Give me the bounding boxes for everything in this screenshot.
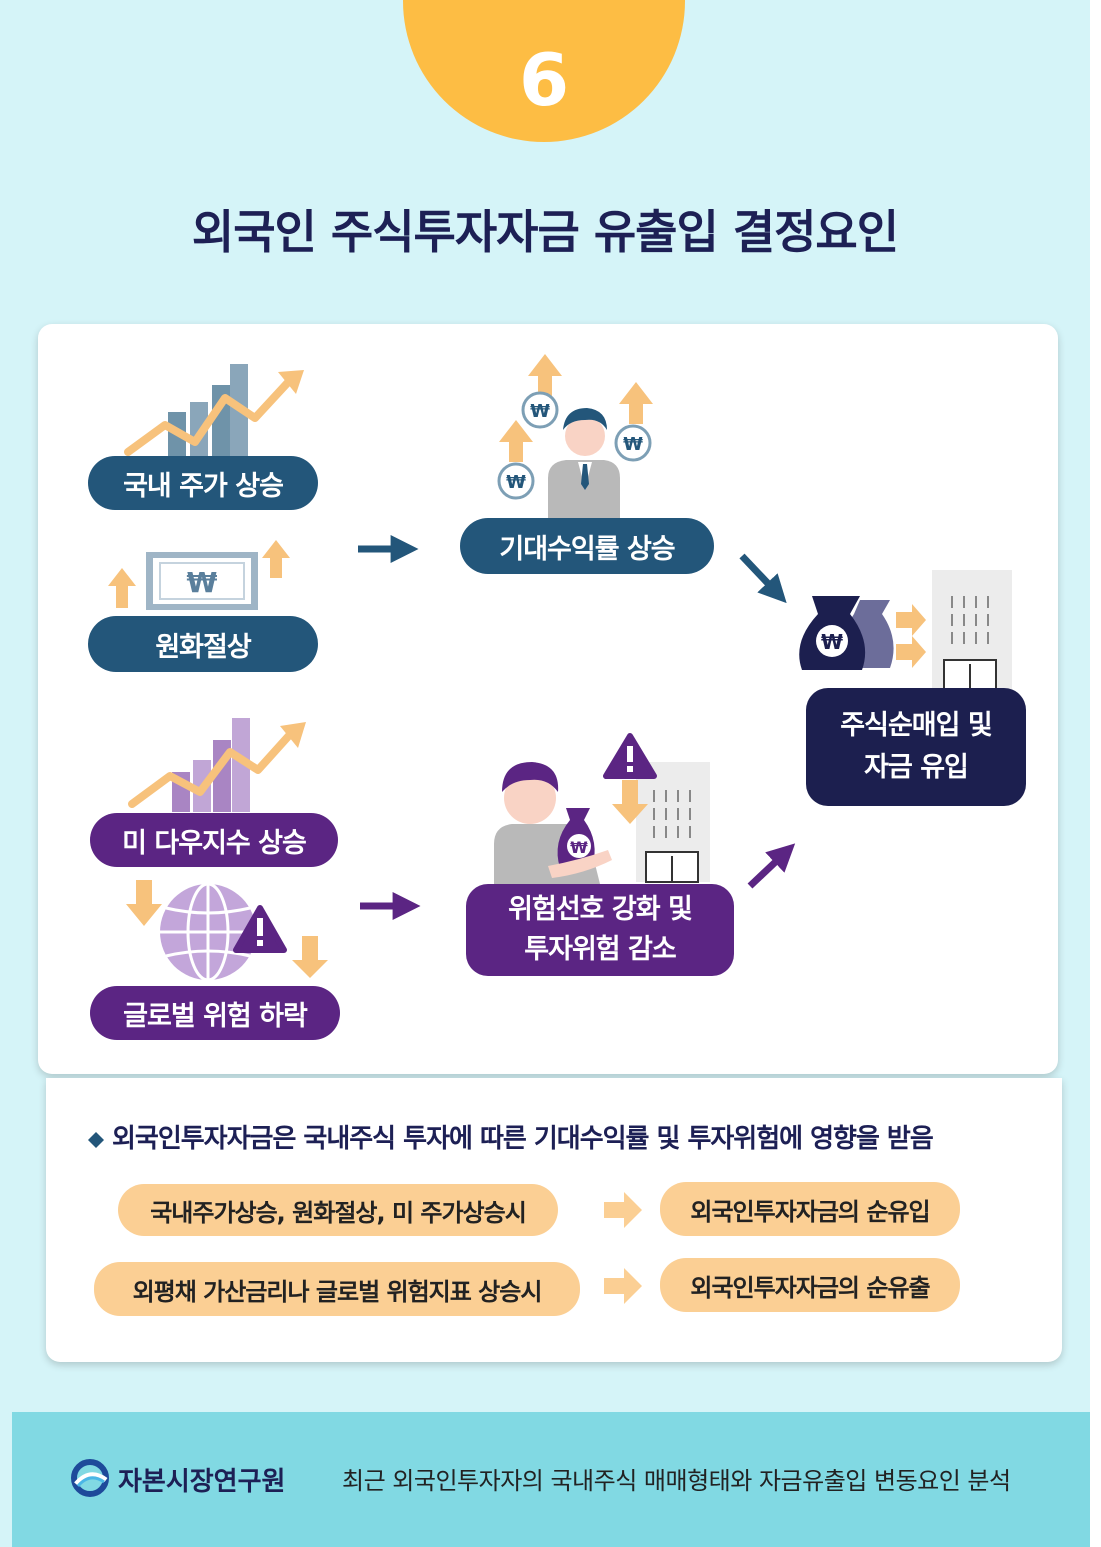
banknote-currency-symbol: ₩: [187, 566, 218, 599]
kcmi-logo-icon: [71, 1459, 109, 1497]
label-risk-preference: 위험선호 강화 및 투자위험 감소: [466, 884, 734, 976]
risk-pref-line1: 위험선호 강화 및: [508, 894, 693, 925]
arrow-down-right-icon: [739, 553, 787, 604]
report-title: 최근 외국인투자자의 국내주식 매매형태와 자금유출입 변동요인 분석: [342, 1467, 1011, 1495]
investor-moneybag-icon: ₩: [494, 733, 710, 884]
diagram-illustrations: ₩ ₩ ₩ ₩: [88, 354, 1012, 1304]
section-number: 6: [518, 38, 570, 122]
stock-chart-icon: [124, 364, 304, 458]
summary-heading: 외국인투자자금은 국내주식 투자에 따른 기대수익률 및 투자위험에 영향을 받…: [112, 1124, 934, 1154]
label-net-buy-inflow: 주식순매입 및 자금 유입: [806, 688, 1026, 806]
label-dow-rise: 미 다우지수 상승: [90, 813, 338, 867]
moneybag-currency-symbol: ₩: [570, 838, 588, 857]
banknote-icon: ₩: [108, 540, 290, 610]
investor-coins-icon: ₩ ₩ ₩: [497, 354, 653, 520]
summary-effect-2: 외국인투자자금의 순유출: [660, 1258, 960, 1312]
summary-effect-1: 외국인투자자금의 순유입: [660, 1182, 960, 1236]
coin-symbol-3: ₩: [506, 472, 526, 493]
section-number-badge: 6: [403, 0, 685, 142]
arrow-right-icon: [604, 1192, 642, 1228]
label-won-appreciation: 원화절상: [88, 616, 318, 672]
arrow-right-icon: [604, 1268, 642, 1304]
money-bag-building-icon: ₩: [799, 570, 1012, 691]
arrow-up-right-icon: [747, 843, 796, 889]
summary-cause-1: 국내주가상승, 원화절상, 미 주가상승시: [118, 1184, 558, 1236]
coin-symbol-1: ₩: [530, 401, 550, 422]
label-expected-return-rise: 기대수익률 상승: [460, 518, 714, 574]
label-global-risk-fall: 글로벌 위험 하락: [90, 986, 340, 1040]
net-buy-inflow-line2: 자금 유입: [864, 752, 969, 783]
summary-cause-2: 외평채 가산금리나 글로벌 위험지표 상승시: [94, 1262, 580, 1316]
bag-currency-symbol: ₩: [821, 630, 843, 654]
page-title: 외국인 주식투자자금 유출입 결정요인: [191, 205, 899, 259]
coin-symbol-2: ₩: [623, 434, 643, 455]
dow-chart-icon: [128, 718, 306, 812]
label-domestic-stock-rise: 국내 주가 상승: [88, 456, 318, 510]
risk-pref-line2: 투자위험 감소: [524, 934, 676, 965]
org-name: 자본시장연구원: [118, 1467, 286, 1497]
summary-bullet-icon: [88, 1132, 104, 1148]
net-buy-inflow-line1: 주식순매입 및: [840, 710, 992, 741]
footer-bar: [12, 1412, 1090, 1547]
globe-warning-icon: [126, 880, 328, 982]
